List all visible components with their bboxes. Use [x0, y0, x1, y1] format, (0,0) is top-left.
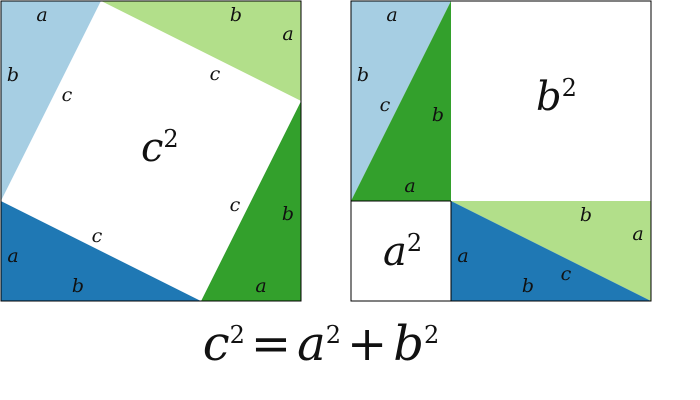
right-square-border [350, 0, 652, 302]
label-c-lower-right: c [230, 194, 241, 216]
label-b-bottom-lower-right: b [522, 275, 534, 297]
label-a-inner-bottom-right-square: a [404, 175, 415, 197]
label-b-top-lower-right: b [580, 204, 592, 226]
label-b-left-right-square: b [357, 64, 369, 86]
label-c-upper-right: c [210, 63, 221, 85]
dark-green-triangle-right [351, 1, 451, 201]
label-c-diagonal-right-square: c [380, 94, 391, 116]
label-a-left-lower: a [7, 245, 18, 267]
label-b-left-upper: b [7, 64, 19, 86]
pythagorean-equation: c2=a2+b2 [203, 316, 440, 372]
label-a-top-right-square: a [386, 4, 397, 26]
equation-lhs-exp: 2 [230, 321, 245, 349]
left-square: a b c b a c c b a c a b c2 [0, 0, 302, 302]
label-b-right-lower: b [282, 203, 294, 225]
label-c-upper-left: c [62, 84, 73, 106]
label-a-right-lower-right: a [632, 223, 643, 245]
left-square-border [0, 0, 302, 302]
b-squared-label: b2 [536, 74, 577, 120]
label-c-diagonal-lower-right: c [561, 263, 572, 285]
a-squared-label: a2 [383, 229, 422, 275]
equation-term2-exp: 2 [424, 321, 439, 349]
label-b-inner-right-square: b [432, 104, 444, 126]
label-a-bottom-right: a [255, 275, 266, 297]
right-square: a b c b a b2 a2 b a a c b [350, 0, 652, 302]
c-squared-label: c2 [141, 125, 179, 171]
label-b-bottom: b [72, 275, 84, 297]
equation-equals: = [251, 316, 291, 372]
label-c-lower-left: c [92, 225, 103, 247]
label-b-top: b [230, 4, 242, 26]
inner-c-square [1, 1, 301, 301]
equation-term1-base: a [297, 316, 326, 372]
equation-term1-exp: 2 [326, 321, 341, 349]
label-a-top: a [36, 4, 47, 26]
dark-blue-triangle-right [451, 201, 651, 301]
b-squared-area [451, 1, 651, 201]
equation-term2-base: b [393, 316, 424, 372]
label-a-left-lower-right: a [457, 245, 468, 267]
equation-lhs-base: c [203, 316, 230, 372]
equation-plus: + [347, 316, 387, 372]
a-squared-area [351, 201, 451, 301]
label-a-right-upper: a [282, 23, 293, 45]
